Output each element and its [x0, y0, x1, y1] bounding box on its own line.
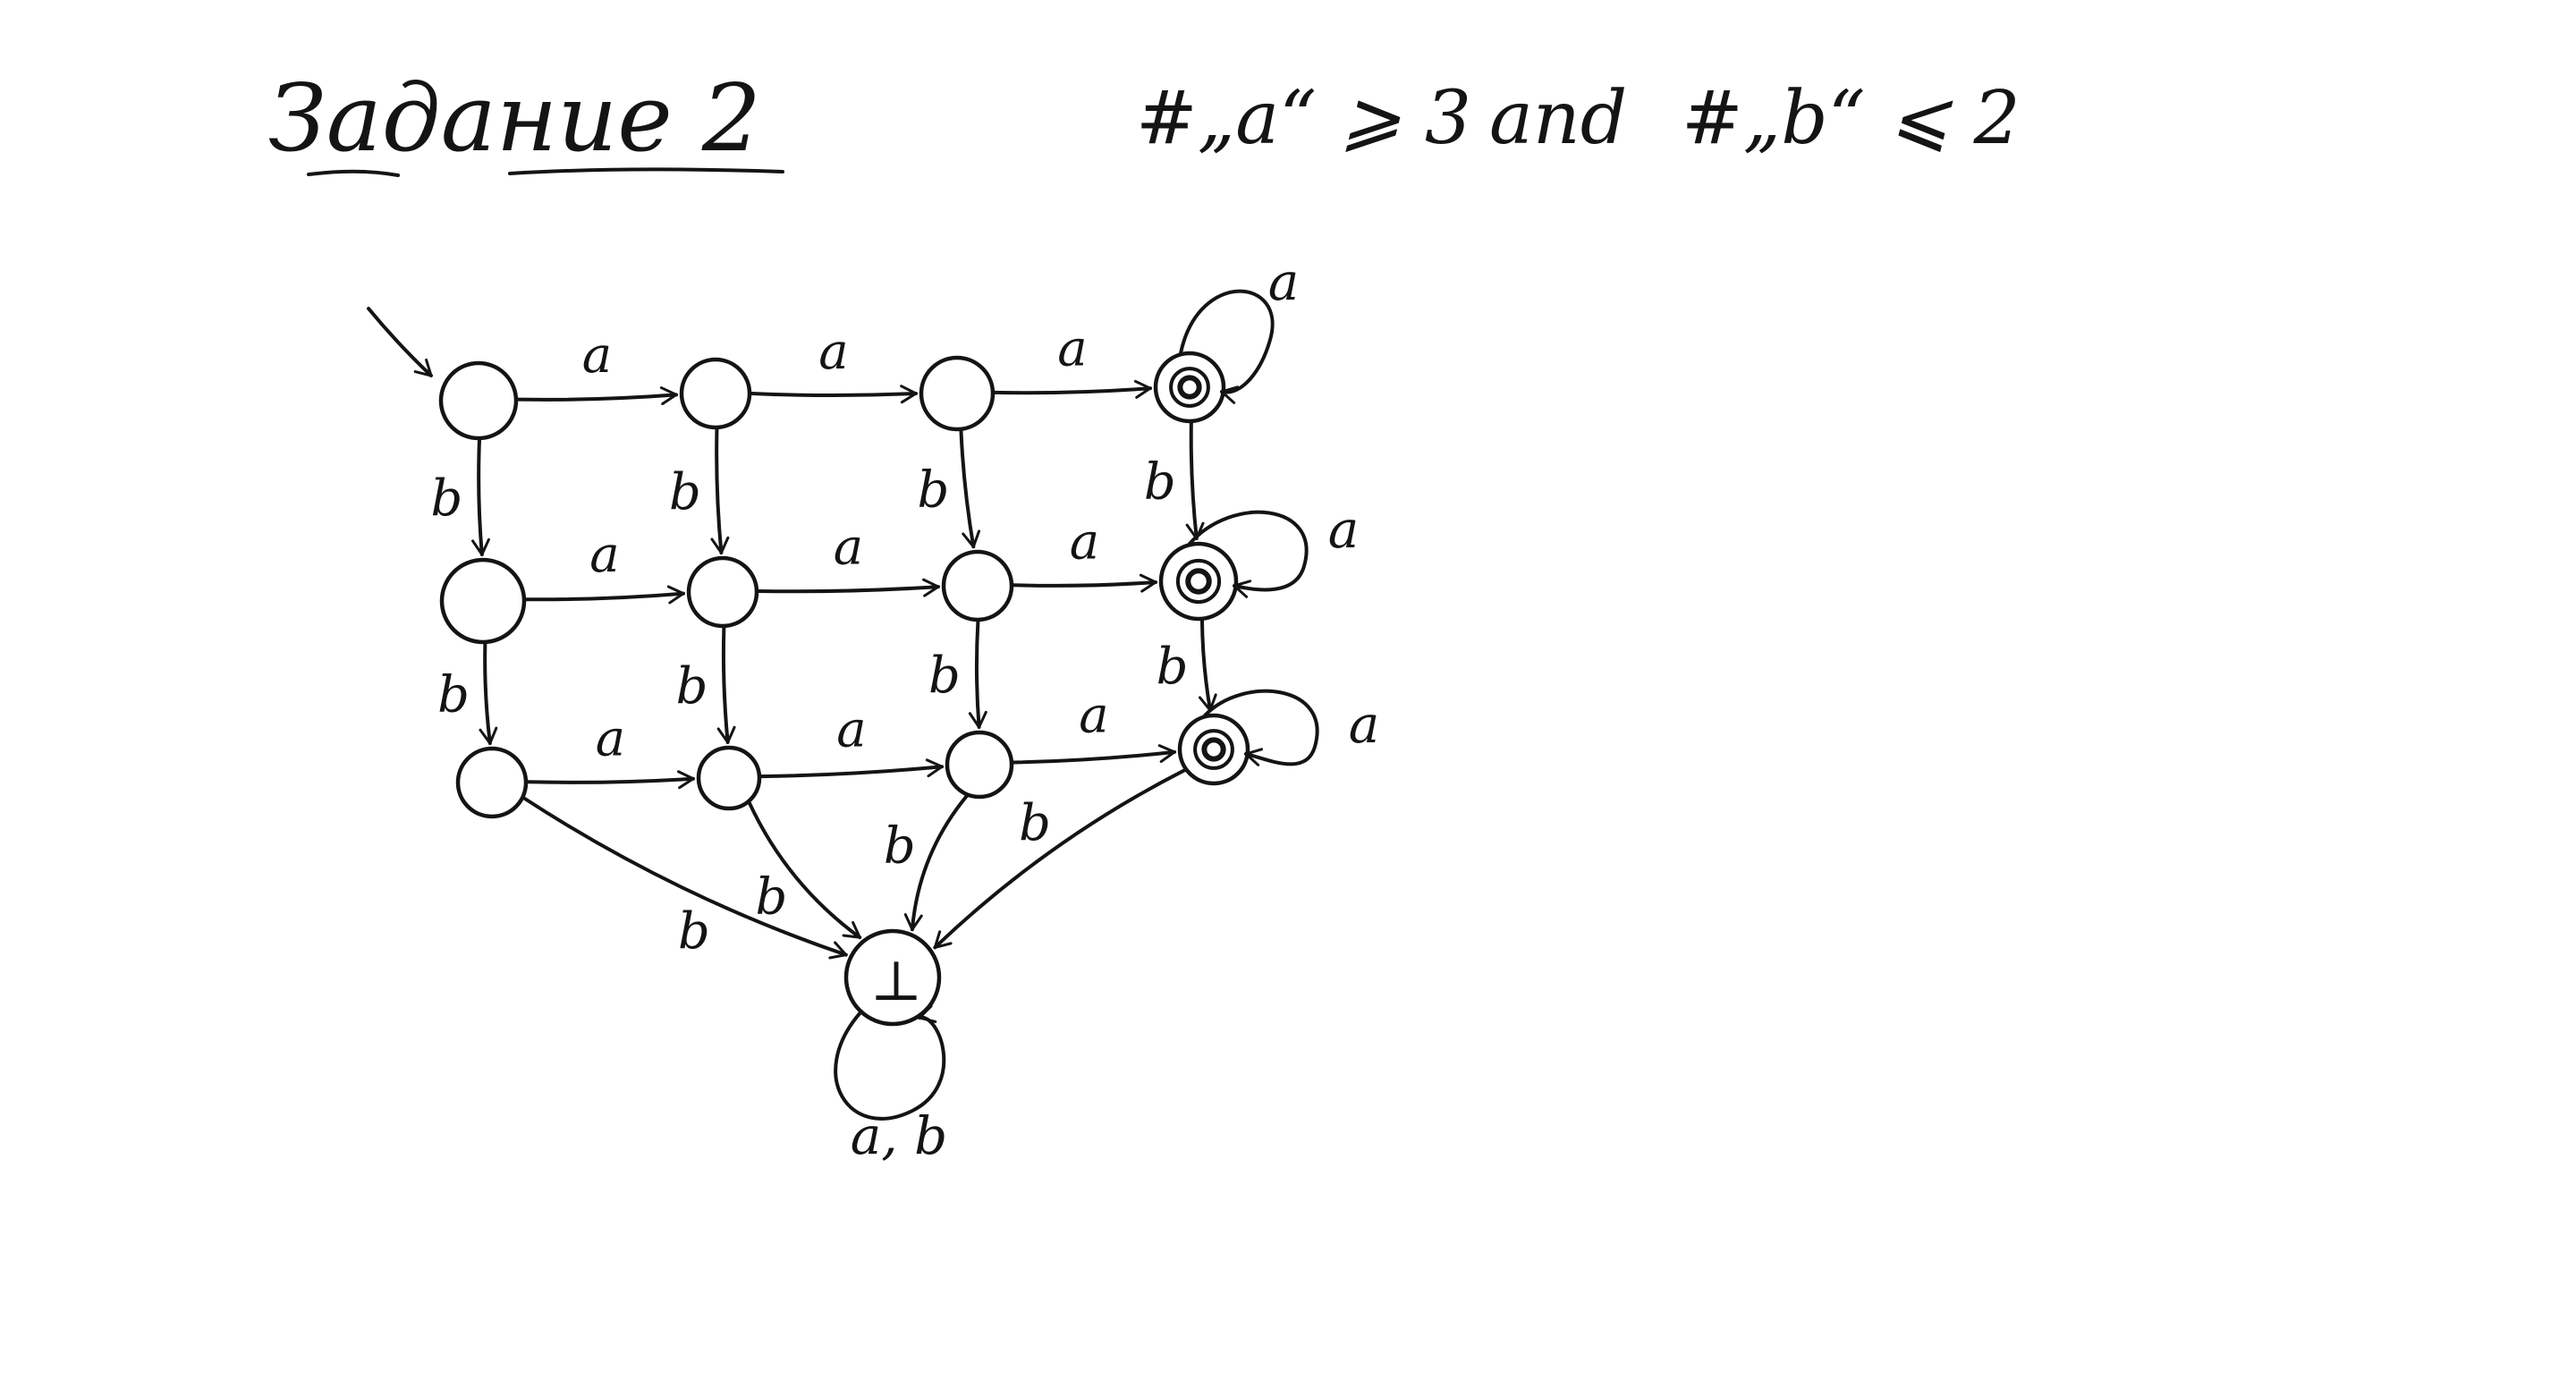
- transition-q20-q21: [525, 770, 696, 790]
- transition-q10-q11: [523, 585, 686, 605]
- state-circle: [696, 745, 762, 811]
- state-circle: [455, 746, 529, 819]
- state-circle: [941, 549, 1014, 622]
- state-q13: [1158, 541, 1239, 622]
- state-q01: [679, 357, 752, 430]
- transition-label: b: [1157, 638, 1189, 696]
- transition-q23-q23: [1203, 689, 1319, 766]
- state-circle: [1153, 351, 1226, 424]
- transition-label: a: [836, 701, 866, 759]
- transition-q22-sink: [903, 794, 969, 932]
- transition-label: a: [1057, 320, 1087, 378]
- transition-q23-sink: [933, 768, 1187, 950]
- accepting-core: [1201, 737, 1226, 762]
- state-circle: [1177, 713, 1250, 786]
- state-circle: [1158, 541, 1239, 622]
- sink-state-label: ⊥: [870, 948, 922, 1013]
- transition-label: b: [669, 463, 701, 521]
- transition-q00-q10: [471, 437, 490, 557]
- transition-label: b: [884, 817, 916, 876]
- states-layer: [438, 351, 1250, 1027]
- state-sink: [843, 928, 942, 1027]
- transition-q02-q12: [959, 428, 981, 549]
- condition-left: #„a“ ⩾ 3: [1136, 76, 1471, 161]
- transition-label: b: [437, 665, 470, 724]
- transition-q13-q23: [1198, 618, 1217, 713]
- task-title: Задание 2: [268, 63, 761, 173]
- transition-label: a: [1070, 513, 1099, 571]
- transition-q02-q03: [992, 379, 1153, 399]
- transition-q21-q22: [758, 758, 945, 779]
- transition-label: b: [1019, 794, 1051, 852]
- transition-sink-sink: [834, 1004, 946, 1121]
- transition-label: a: [582, 326, 612, 385]
- state-q23: [1177, 713, 1250, 786]
- transition-q21-sink: [747, 800, 862, 940]
- transition-label: b: [928, 647, 961, 705]
- state-circle: [679, 357, 752, 430]
- transition-q11-q21: [716, 625, 736, 745]
- state-circle: [843, 928, 942, 1027]
- transition-label: b: [917, 461, 949, 520]
- title-underline-2: [508, 167, 784, 175]
- state-q11: [686, 555, 759, 629]
- condition-joiner: and: [1489, 76, 1627, 161]
- transition-label: a: [1328, 499, 1360, 560]
- transition-q12-q22: [968, 619, 987, 730]
- transition-label: a: [1079, 687, 1108, 745]
- transition-label: b: [1144, 453, 1176, 512]
- state-q12: [941, 549, 1014, 622]
- accepting-ring: [1193, 729, 1234, 770]
- transition-label: a: [1349, 694, 1380, 755]
- state-q21: [696, 745, 762, 811]
- state-circle: [438, 360, 519, 441]
- state-q02: [919, 355, 996, 432]
- condition-right: #„b“ ⩽ 2: [1682, 76, 2021, 161]
- transition-q01-q02: [750, 385, 918, 404]
- transition-q01-q11: [710, 427, 730, 555]
- transition-q00-q01: [515, 386, 679, 406]
- transition-label: b: [755, 868, 787, 926]
- accepting-ring: [1175, 558, 1222, 605]
- state-circle: [686, 555, 759, 629]
- state-circle: [945, 730, 1014, 800]
- state-q00: [438, 360, 519, 441]
- transition-label: a: [834, 519, 863, 577]
- transitions-layer: [471, 289, 1319, 1121]
- title-underline-1: [307, 169, 400, 177]
- transition-q11-q12: [756, 578, 941, 597]
- transition-label: a: [1268, 251, 1300, 312]
- transition-label: a: [818, 323, 848, 381]
- start-arrow: [367, 307, 433, 377]
- transition-label: b: [430, 470, 462, 528]
- transition-q13-q13: [1188, 510, 1309, 598]
- state-q22: [945, 730, 1014, 800]
- transition-label: a: [589, 526, 619, 584]
- transition-q10-q20: [479, 641, 498, 746]
- transition-q20-sink: [521, 796, 848, 960]
- accepting-ring: [1169, 367, 1210, 408]
- accepting-core: [1185, 568, 1212, 595]
- transition-q03-q13: [1185, 420, 1205, 541]
- transition-q03-q03: [1179, 289, 1275, 404]
- transition-label: b: [676, 657, 708, 715]
- transition-q12-q13: [1011, 573, 1158, 593]
- state-circle: [439, 557, 527, 645]
- state-q20: [455, 746, 529, 819]
- state-circle: [919, 355, 996, 432]
- transition-label: b: [678, 902, 710, 961]
- transition-q22-q23: [1011, 744, 1177, 765]
- accepting-core: [1177, 375, 1202, 400]
- state-q10: [439, 557, 527, 645]
- state-q03: [1153, 351, 1226, 424]
- transition-label: a, b: [851, 1105, 948, 1166]
- transition-label: a: [596, 710, 625, 768]
